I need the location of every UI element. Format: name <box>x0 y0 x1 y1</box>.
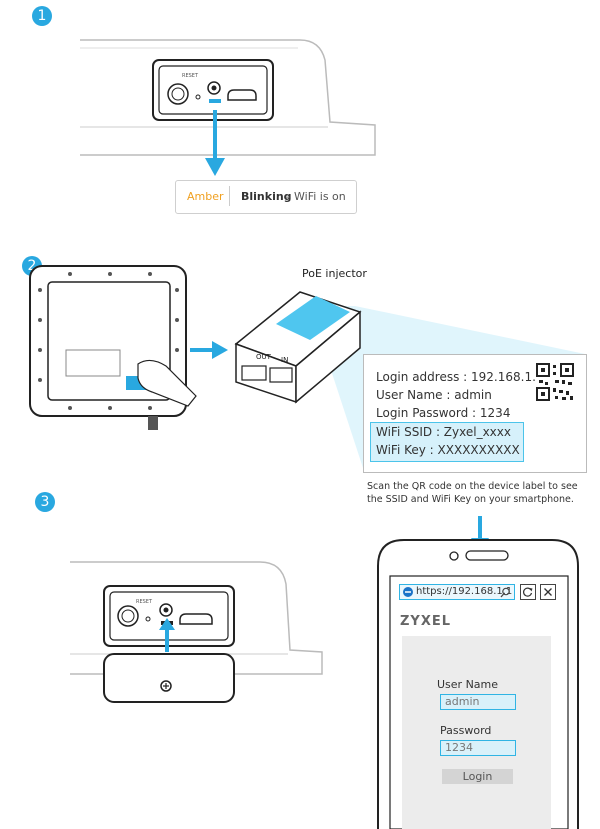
login-address-text: Login address : 192.168.1.1 <box>376 370 544 384</box>
browser-url-text: https://192.168.1.1 <box>416 586 513 597</box>
wifi-key-text: WiFi Key : XXXXXXXXXX <box>376 443 520 457</box>
step-1-badge: 1 <box>32 6 52 26</box>
led-legend-divider <box>229 186 230 206</box>
user-name-text: User Name : admin <box>376 388 492 402</box>
instruction-line-1: Scan the QR code on the device label to … <box>367 481 578 492</box>
browser-logo-icon <box>403 587 413 597</box>
poe-injector-title: PoE injector <box>302 267 367 280</box>
username-label: User Name <box>437 678 499 691</box>
reset-label-1: RESET <box>182 73 199 79</box>
step-3-badge: 3 <box>35 492 55 512</box>
login-panel <box>402 636 551 829</box>
led-state-label: Blinking <box>241 190 292 203</box>
qr-code-icon <box>535 362 575 402</box>
led-state-description: – WiFi is on <box>285 190 346 203</box>
login-button[interactable]: Login <box>442 769 513 784</box>
arrow-right-icon <box>190 341 228 359</box>
poe-out-label: OUT <box>256 353 272 361</box>
username-field[interactable]: admin <box>440 694 516 710</box>
wifi-ssid-text: WiFi SSID : Zyxel_xxxx <box>376 425 511 439</box>
password-label: Password <box>440 724 492 737</box>
zyxel-brand-logo: ZYXEL <box>400 614 452 629</box>
refresh-button[interactable] <box>520 584 536 600</box>
step-2-device-front <box>29 265 197 430</box>
reset-label-3: RESET <box>136 599 153 605</box>
instruction-line-2: the SSID and WiFi Key on your smartphone… <box>367 494 574 505</box>
close-icon <box>544 588 552 596</box>
search-icon[interactable] <box>500 587 511 598</box>
browser-address-bar[interactable] <box>399 584 515 600</box>
refresh-icon <box>523 587 533 597</box>
password-field[interactable]: 1234 <box>440 740 516 756</box>
led-legend-box <box>175 180 357 214</box>
step-3-device-illustration: RESET <box>70 561 323 703</box>
login-password-text: Login Password : 1234 <box>376 406 511 420</box>
step-1-device-illustration: RESET <box>80 39 376 156</box>
poe-injector-illustration: OUT IN <box>234 291 362 404</box>
led-color-label: Amber <box>187 190 224 203</box>
close-button[interactable] <box>540 584 556 600</box>
arrow-down-icon <box>205 110 225 176</box>
poe-in-label: IN <box>281 356 288 364</box>
wifi-highlight-box <box>370 422 524 462</box>
